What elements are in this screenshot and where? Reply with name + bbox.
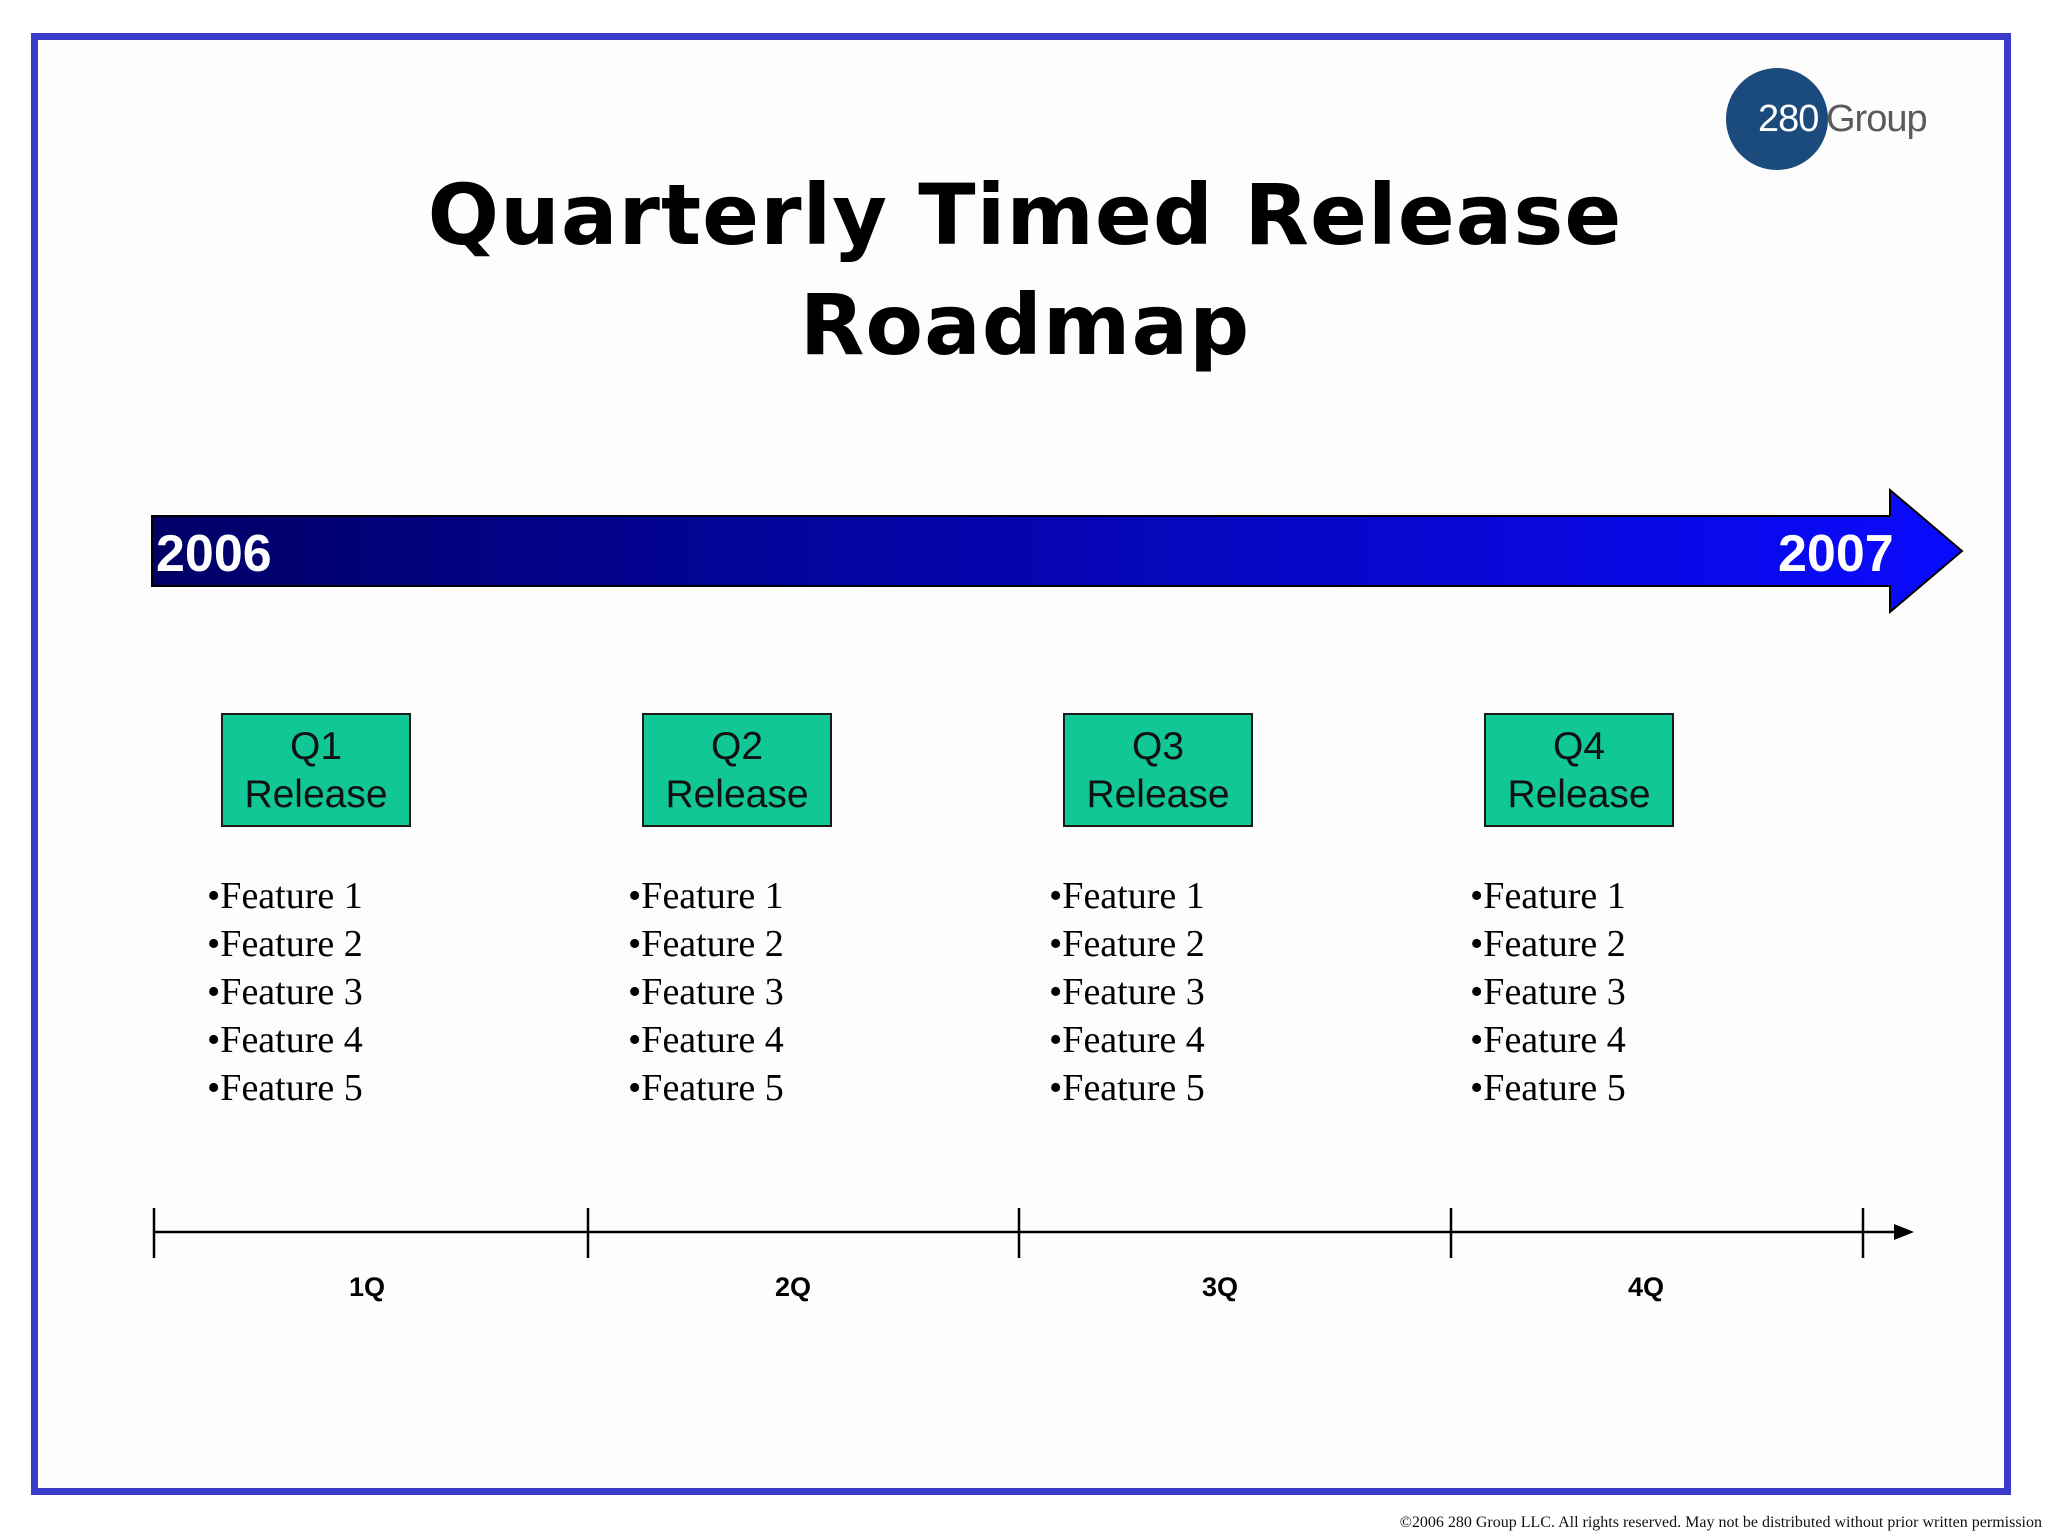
feature-item: •Feature 2 bbox=[207, 923, 363, 965]
timeline-arrow-shape bbox=[151, 487, 1964, 615]
feature-item: •Feature 4 bbox=[628, 1019, 784, 1061]
feature-item: •Feature 2 bbox=[628, 923, 784, 965]
release-box-q2-line1: Q2 bbox=[710, 725, 764, 768]
feature-list-q1: •Feature 1 •Feature 2 •Feature 3 •Featur… bbox=[207, 872, 363, 1112]
logo-circle bbox=[1726, 68, 1828, 170]
feature-item: •Feature 3 bbox=[628, 971, 784, 1013]
feature-item: •Feature 5 bbox=[1470, 1067, 1626, 1109]
feature-item: •Feature 4 bbox=[1049, 1019, 1205, 1061]
release-box-q2: Q2 Release bbox=[642, 713, 832, 827]
release-box-q4-line1: Q4 bbox=[1552, 725, 1606, 768]
quarter-label-3q: 3Q bbox=[1201, 1272, 1239, 1302]
timeline-arrow bbox=[151, 487, 1964, 615]
release-box-q3-line2: Release bbox=[1086, 773, 1230, 816]
feature-item: •Feature 5 bbox=[1049, 1067, 1205, 1109]
feature-list-q4: •Feature 1 •Feature 2 •Feature 3 •Featur… bbox=[1470, 872, 1626, 1112]
feature-list-q2: •Feature 1 •Feature 2 •Feature 3 •Featur… bbox=[628, 872, 784, 1112]
quarter-axis bbox=[152, 1208, 1914, 1258]
feature-item: •Feature 1 bbox=[1049, 875, 1205, 917]
quarter-label-1q: 1Q bbox=[348, 1272, 386, 1302]
feature-item: •Feature 2 bbox=[1049, 923, 1205, 965]
timeline-end-year: 2007 bbox=[1778, 525, 1894, 583]
feature-item: •Feature 3 bbox=[1049, 971, 1205, 1013]
release-box-q2-line2: Release bbox=[665, 773, 809, 816]
feature-item: •Feature 1 bbox=[628, 875, 784, 917]
release-box-q1: Q1 Release bbox=[221, 713, 411, 827]
release-box-q3-line1: Q3 bbox=[1131, 725, 1185, 768]
timeline-start-year: 2006 bbox=[156, 525, 272, 583]
feature-list-q3: •Feature 1 •Feature 2 •Feature 3 •Featur… bbox=[1049, 872, 1205, 1112]
copyright-notice: ©2006 280 Group LLC. All rights reserved… bbox=[1399, 1514, 2042, 1531]
slide-title: Quarterly Timed Release Roadmap bbox=[427, 166, 1623, 374]
feature-item: •Feature 4 bbox=[1470, 1019, 1626, 1061]
quarter-axis-arrowhead bbox=[1894, 1224, 1914, 1240]
feature-item: •Feature 4 bbox=[207, 1019, 363, 1061]
feature-item: •Feature 5 bbox=[207, 1067, 363, 1109]
release-box-q4-line2: Release bbox=[1507, 773, 1651, 816]
quarter-label-4q: 4Q bbox=[1627, 1272, 1665, 1302]
logo-number: 280 bbox=[1758, 98, 1819, 140]
feature-item: •Feature 3 bbox=[207, 971, 363, 1013]
logo-word: Group bbox=[1826, 98, 1928, 140]
feature-item: •Feature 2 bbox=[1470, 923, 1626, 965]
release-box-q1-line1: Q1 bbox=[289, 725, 343, 768]
feature-item: •Feature 3 bbox=[1470, 971, 1626, 1013]
feature-item: •Feature 1 bbox=[1470, 875, 1626, 917]
release-box-q4: Q4 Release bbox=[1484, 713, 1674, 827]
quarter-label-2q: 2Q bbox=[774, 1272, 812, 1302]
feature-item: •Feature 5 bbox=[628, 1067, 784, 1109]
company-logo: 280 Group bbox=[1726, 68, 1928, 172]
release-box-q3: Q3 Release bbox=[1063, 713, 1253, 827]
feature-item: •Feature 1 bbox=[207, 875, 363, 917]
release-box-q1-line2: Release bbox=[244, 773, 388, 816]
